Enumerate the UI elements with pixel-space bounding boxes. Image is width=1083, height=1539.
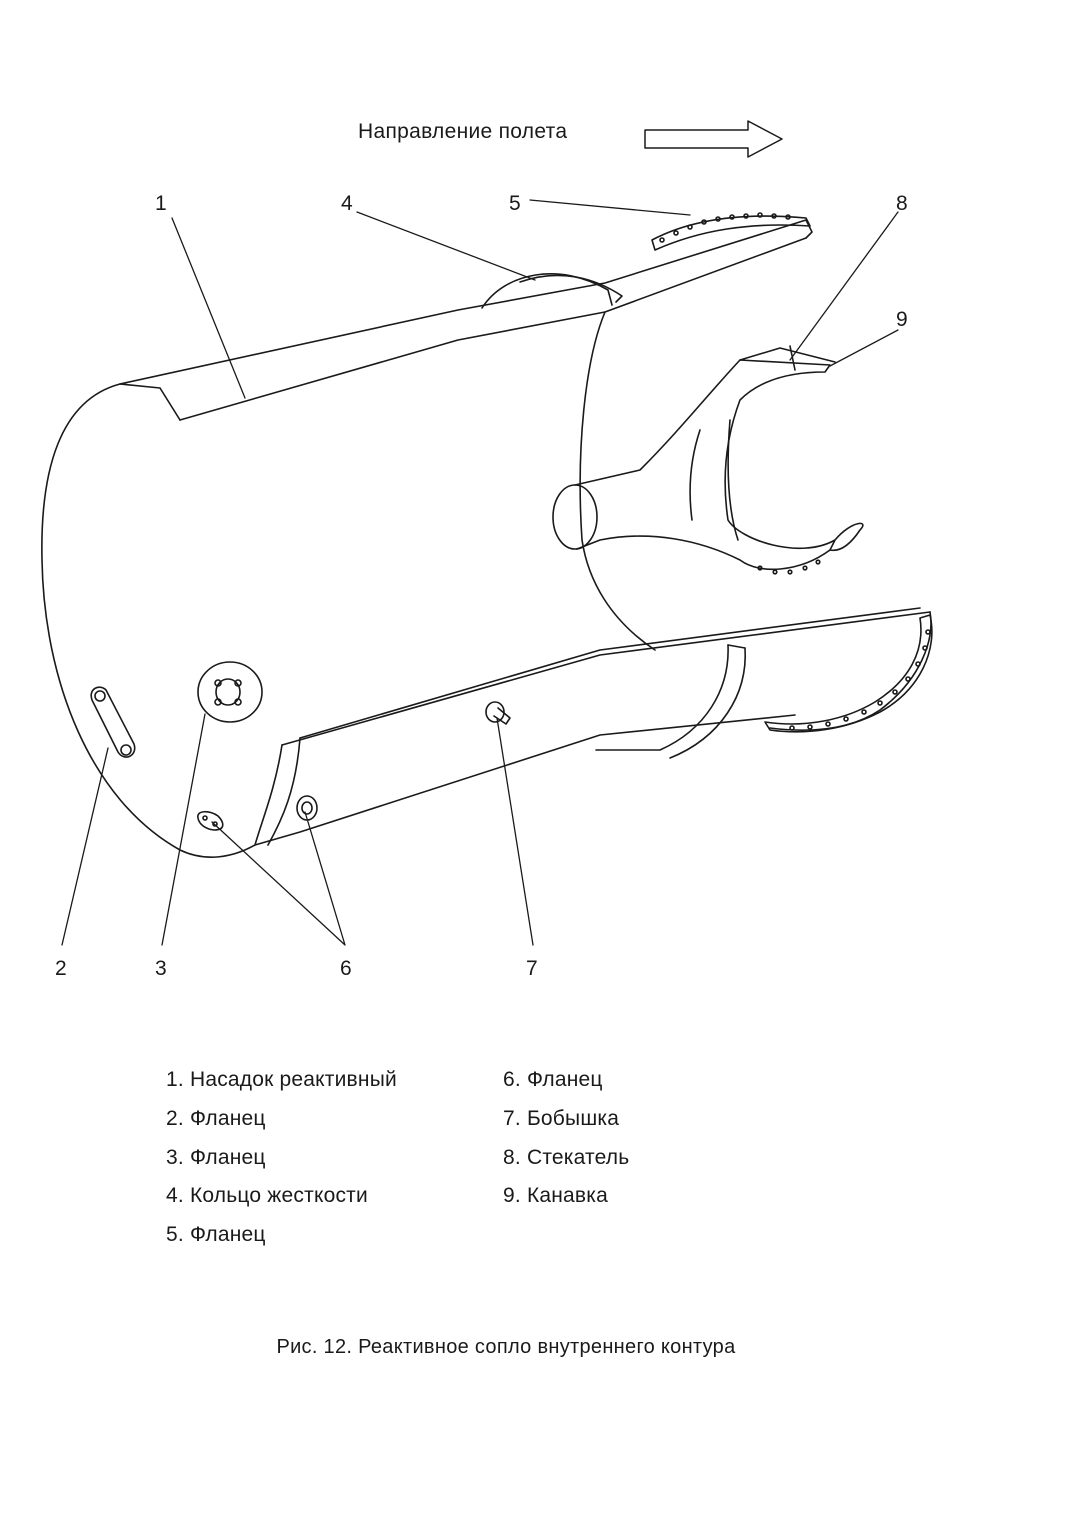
callout-3: 3 xyxy=(155,957,167,980)
upper-shell xyxy=(119,219,813,651)
boss-7 xyxy=(485,701,511,725)
callout-8: 8 xyxy=(896,192,908,215)
upper-rear-flange xyxy=(651,212,811,251)
callout-6: 6 xyxy=(340,957,352,980)
legend-item-5: 5. Фланец xyxy=(166,1223,266,1246)
legend-item-4: 4. Кольцо жесткости xyxy=(166,1184,368,1207)
centre-fairing xyxy=(552,345,864,575)
flange-3 xyxy=(197,661,263,723)
flange-6 xyxy=(197,795,318,831)
leader-lines xyxy=(61,199,899,946)
callout-9: 9 xyxy=(896,308,908,331)
legend-item-7: 7. Бобышка xyxy=(503,1107,620,1130)
callout-7: 7 xyxy=(526,957,538,980)
flange-2 xyxy=(90,686,136,758)
callout-5: 5 xyxy=(509,192,521,215)
flight-direction-arrow xyxy=(644,120,783,158)
callout-1: 1 xyxy=(155,192,167,215)
nozzle-front-edge xyxy=(41,383,256,858)
flight-direction-label: Направление полета xyxy=(358,120,568,143)
lower-stiffening-ring xyxy=(595,644,746,759)
lower-rear-flange xyxy=(764,614,933,733)
legend-item-6: 6. Фланец xyxy=(503,1068,603,1091)
legend-item-8: 8. Стекатель xyxy=(503,1146,630,1169)
legend-item-2: 2. Фланец xyxy=(166,1107,266,1130)
legend-item-3: 3. Фланец xyxy=(166,1146,266,1169)
legend-item-9: 9. Канавка xyxy=(503,1184,609,1207)
lower-shell xyxy=(254,607,932,846)
callout-2: 2 xyxy=(55,957,67,980)
legend-item-1: 1. Насадок реактивный xyxy=(166,1068,397,1091)
stiffening-ring xyxy=(481,273,623,309)
figure-caption: Рис. 12. Реактивное сопло внутреннего ко… xyxy=(276,1336,736,1358)
callout-4: 4 xyxy=(341,192,353,215)
